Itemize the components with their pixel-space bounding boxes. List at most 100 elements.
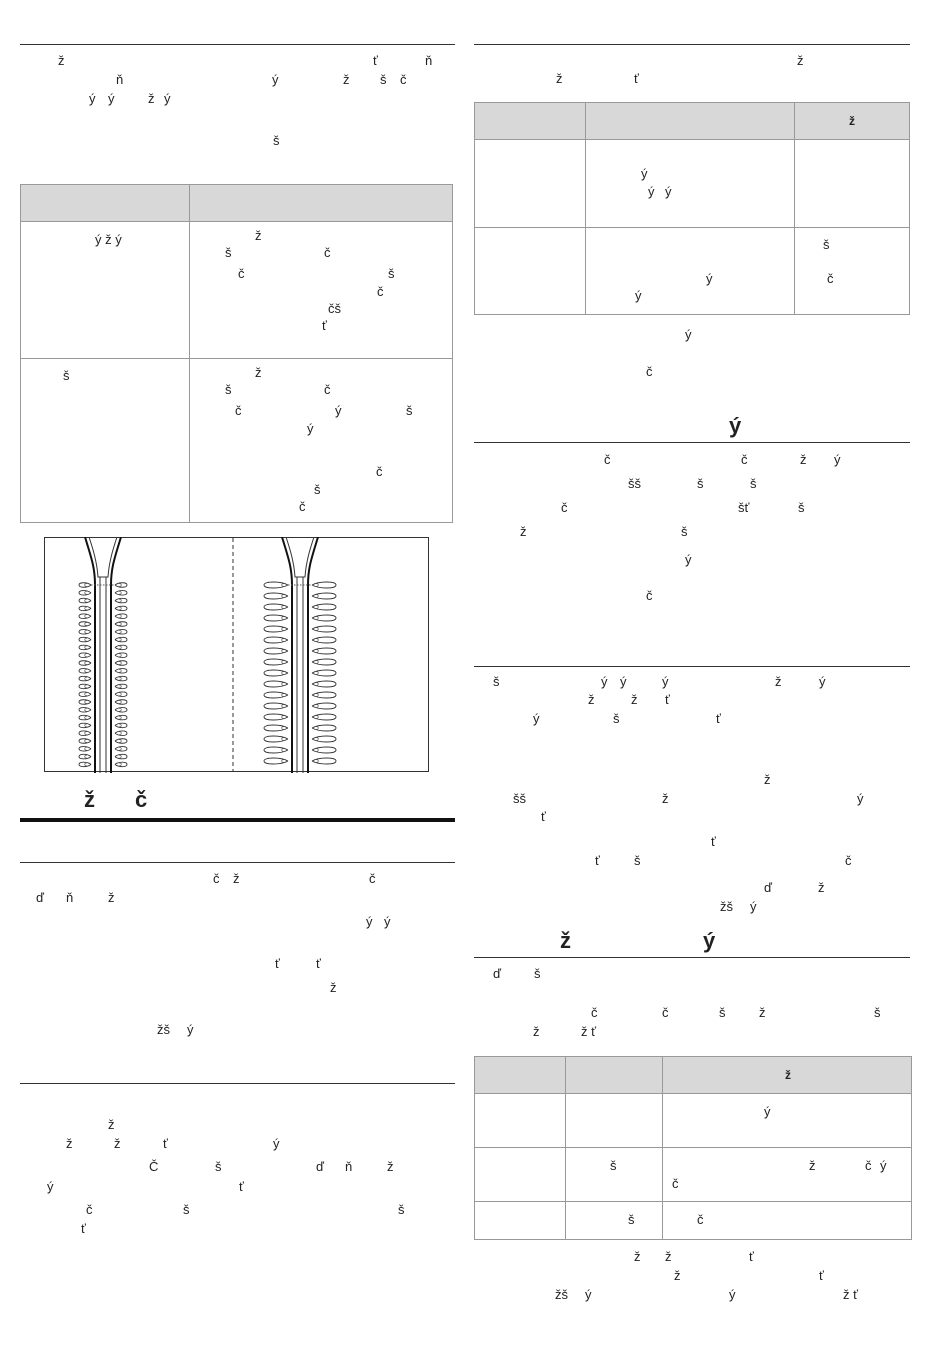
table-row: š ž š č č ý š ý č š č <box>20 358 453 523</box>
glyph: šš <box>628 476 641 491</box>
heading-glyph: ž <box>84 787 95 812</box>
glyph: ž <box>665 1249 672 1264</box>
cell-text: ý <box>641 166 648 181</box>
glyph: ď <box>764 880 772 895</box>
left-rule-3 <box>20 1083 455 1084</box>
cell-text: š <box>63 368 70 383</box>
left-table: ý ž ý ž š č č š č čš ť š ž š <box>20 184 453 523</box>
glyph: žš <box>157 1022 170 1037</box>
glyph: ý <box>187 1022 194 1037</box>
cell-text: č <box>324 382 331 397</box>
glyph: ž ť <box>843 1287 858 1302</box>
cell-text: ž <box>255 228 262 243</box>
glyph: ň <box>345 1159 353 1174</box>
glyph: ť <box>749 1249 754 1264</box>
glyph: ž <box>148 91 155 106</box>
glyph: ť <box>373 53 378 68</box>
glyph: ý <box>47 1179 54 1194</box>
zipper-large-teeth <box>263 537 337 773</box>
glyph: ž <box>66 1136 73 1151</box>
glyph: č <box>86 1202 93 1217</box>
table-cell: š <box>565 1201 663 1240</box>
glyph: č <box>845 853 852 868</box>
table-cell <box>565 1093 663 1148</box>
glyph: ž ť <box>581 1024 596 1039</box>
glyph: ť <box>541 809 546 824</box>
glyph: ý <box>662 674 669 689</box>
table-row: š č <box>474 1201 912 1240</box>
table-header-cell <box>585 102 795 140</box>
table-header-cell <box>189 184 453 222</box>
glyph: šť <box>738 500 750 515</box>
glyph: š <box>273 133 280 148</box>
glyph: ý <box>384 914 391 929</box>
right-rule-4 <box>474 957 910 958</box>
table-cell: ž š č č š č čš ť <box>189 221 453 359</box>
cell-text: ý <box>335 403 342 418</box>
cell-text: č <box>827 271 834 286</box>
cell-text: ý <box>307 421 314 436</box>
glyph: č <box>561 500 568 515</box>
cell-text: š <box>388 266 395 281</box>
glyph: š <box>634 853 641 868</box>
glyph: ž <box>343 72 350 87</box>
glyph: č <box>741 452 748 467</box>
glyph: ý <box>685 552 692 567</box>
cell-text: č <box>672 1176 679 1191</box>
glyph: ť <box>634 71 639 86</box>
glyph: ň <box>116 72 124 87</box>
table-row: š ž č ý č <box>474 1147 912 1202</box>
cell-text: š <box>628 1212 635 1227</box>
cell-text: č <box>238 266 245 281</box>
glyph: ť <box>275 956 280 971</box>
table-header-cell <box>474 1056 566 1094</box>
right-table-2: ž ý š ž č ý č š č <box>474 1056 912 1240</box>
table-cell <box>474 139 586 228</box>
heading-glyph: ž <box>560 928 571 953</box>
cell-text: č <box>376 464 383 479</box>
cell-text: č <box>697 1212 704 1227</box>
glyph: ž <box>114 1136 121 1151</box>
glyph: ď <box>36 890 44 905</box>
cell-text: ž <box>255 365 262 380</box>
glyph: ý <box>819 674 826 689</box>
glyph: ž <box>520 524 527 539</box>
glyph: šš <box>513 791 526 806</box>
cell-text: č <box>299 499 306 514</box>
glyph: ž <box>233 871 240 886</box>
glyph: ý <box>164 91 171 106</box>
table-row: ý <box>474 1093 912 1148</box>
table-cell <box>474 227 586 315</box>
glyph: ž <box>330 980 337 995</box>
glyph: ý <box>533 711 540 726</box>
right-rule-3 <box>474 666 910 667</box>
table-cell: ý ž ý <box>20 221 190 359</box>
table-cell: š č <box>794 227 910 315</box>
glyph: ž <box>58 53 65 68</box>
table-cell <box>474 1093 566 1148</box>
glyph: č <box>646 588 653 603</box>
top-rule-right <box>474 44 910 45</box>
right-rule-2 <box>474 442 910 443</box>
cell-text: ý <box>706 271 713 286</box>
glyph: ý <box>585 1287 592 1302</box>
table-cell <box>474 1147 566 1202</box>
glyph: ý <box>834 452 841 467</box>
cell-text: š <box>406 403 413 418</box>
glyph: č <box>591 1005 598 1020</box>
table-cell: ý ý <box>585 227 795 315</box>
glyph: ý <box>366 914 373 929</box>
right-table-1: ž ý ý ý ý ý š č <box>474 102 910 315</box>
glyph: ý <box>273 1136 280 1151</box>
glyph: ý <box>601 674 608 689</box>
glyph: š <box>613 711 620 726</box>
cell-text: ý ž ý <box>95 232 122 247</box>
glyph: žš <box>720 899 733 914</box>
glyph: ň <box>425 53 433 68</box>
glyph: ž <box>387 1159 394 1174</box>
table-cell <box>474 1201 566 1240</box>
glyph: č <box>646 364 653 379</box>
cell-text: ý <box>635 288 642 303</box>
glyph: ť <box>595 853 600 868</box>
glyph: ž <box>800 452 807 467</box>
